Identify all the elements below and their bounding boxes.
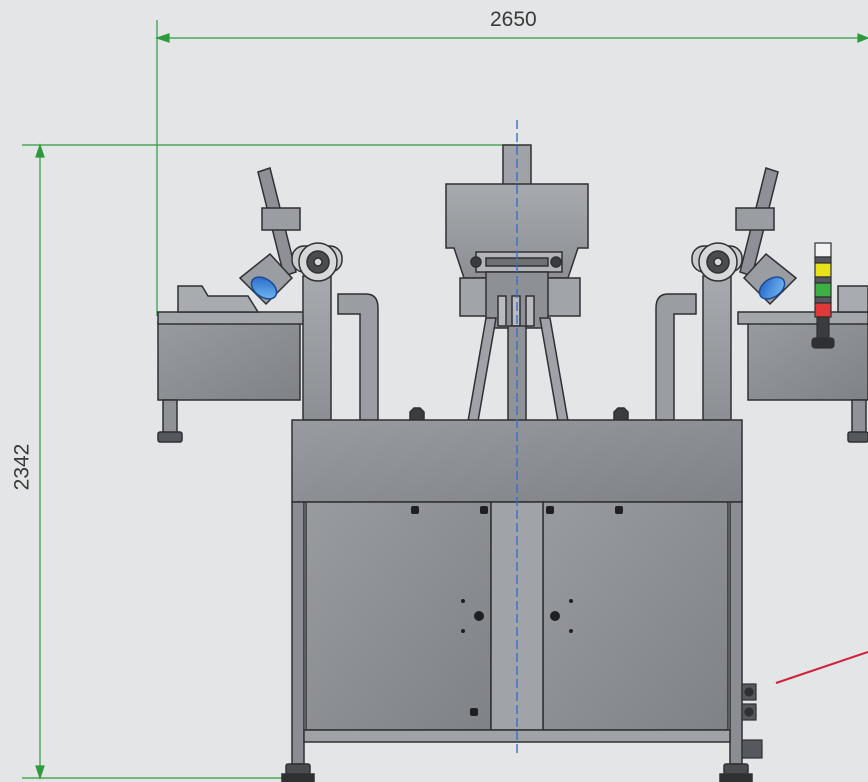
door-screw — [461, 629, 465, 633]
signal-tower-icon — [811, 242, 835, 349]
left-station-leg — [162, 399, 178, 435]
hinge — [546, 506, 554, 514]
left-station — [157, 167, 379, 443]
door-lock-right — [550, 611, 560, 621]
right-arm-bracket — [655, 293, 697, 421]
left-station-foot — [157, 431, 183, 443]
left-drum-wheel — [291, 242, 343, 282]
side-connectors — [741, 683, 763, 759]
right-station-guide — [837, 285, 868, 313]
right-station — [655, 167, 868, 443]
dimension-lines — [22, 20, 868, 780]
callout-line — [775, 651, 868, 684]
right-arm-clamp — [735, 207, 775, 231]
frame-post-left — [291, 501, 305, 765]
table-nut-left — [409, 407, 425, 421]
hinge — [480, 506, 488, 514]
hinge — [470, 708, 478, 716]
left-arm-bracket — [337, 293, 379, 421]
width-arrow-left — [155, 33, 170, 43]
width-dimension-label: 2650 — [490, 8, 537, 31]
right-station-top-plate — [737, 311, 868, 325]
carriage-rod — [511, 295, 521, 327]
left-station-housing — [157, 321, 301, 401]
width-arrow-right — [857, 33, 868, 43]
cabinet-foot-left — [285, 763, 311, 775]
door-lock-left — [474, 611, 484, 621]
connector — [741, 739, 763, 759]
door-hardware — [411, 506, 623, 716]
height-dimension-label: 2342 — [10, 443, 34, 491]
height-arrow-top — [35, 143, 45, 158]
door-screw — [569, 599, 573, 603]
cabinet-foot-right — [723, 763, 749, 775]
carriage-rod — [497, 295, 507, 327]
connector-pin — [744, 687, 754, 697]
left-applicator-column — [302, 275, 332, 421]
cabinet-door-left — [305, 501, 492, 731]
cabinet-door-right — [542, 501, 729, 731]
left-arm-clamp — [261, 207, 301, 231]
hinge — [411, 506, 419, 514]
cabinet-foot-base-right — [719, 773, 753, 782]
right-drum-wheel — [691, 242, 743, 282]
right-station-housing — [747, 321, 868, 401]
height-arrow-bottom — [35, 765, 45, 780]
door-screw — [461, 599, 465, 603]
carriage-rod — [525, 295, 535, 327]
right-applicator-column — [702, 275, 732, 421]
cabinet-foot-base-left — [281, 773, 315, 782]
right-station-foot — [847, 431, 868, 443]
connector-pin — [744, 707, 754, 717]
frame-post-right — [729, 501, 743, 765]
right-station-leg — [851, 399, 867, 435]
hinge — [615, 506, 623, 514]
label-roll-icon — [742, 252, 798, 306]
door-screw — [569, 629, 573, 633]
left-station-top-plate — [157, 311, 309, 325]
carriage-knob-left — [470, 256, 482, 268]
left-station-guide — [177, 285, 260, 313]
table-nut-right — [613, 407, 629, 421]
label-roll-icon — [238, 252, 294, 306]
carriage-knob-right — [550, 256, 562, 268]
